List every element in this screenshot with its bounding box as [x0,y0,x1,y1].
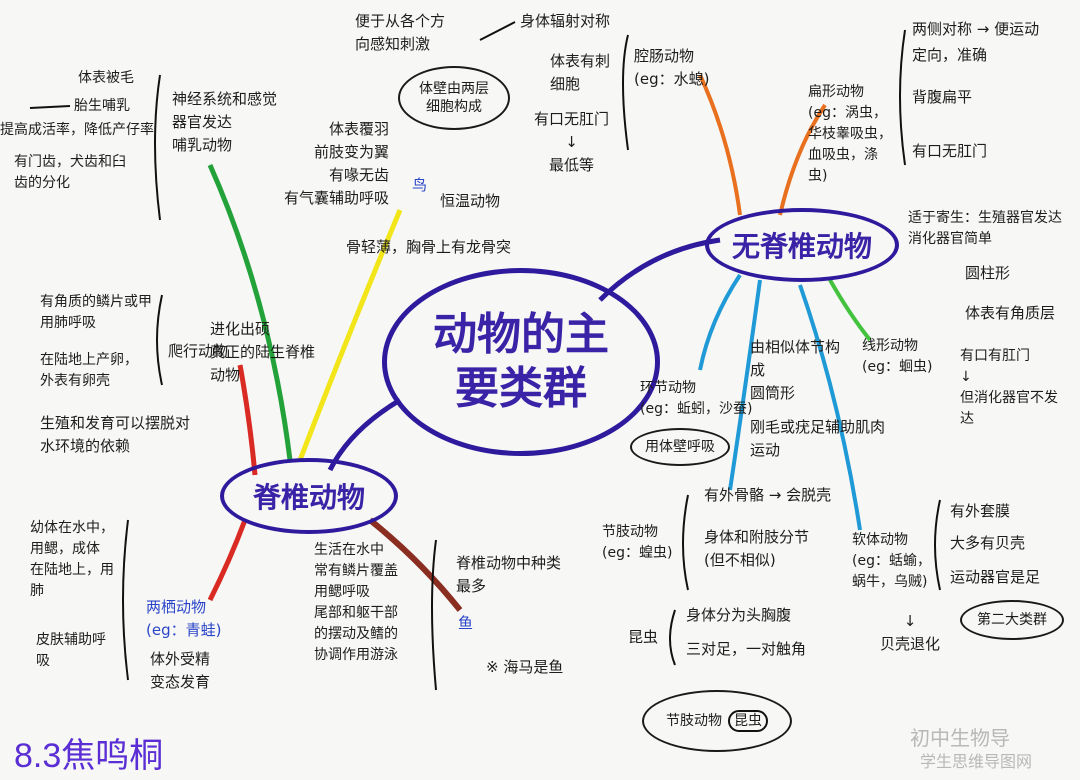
invertebrate-hub: 无脊椎动物 [705,208,899,282]
roundworm-cuticle: 体表有角质层 [965,304,1056,322]
brace-insect [669,609,676,666]
mollusc-shell: 大多有贝壳 [950,534,1026,552]
brace-mollusc [934,499,941,591]
mollusc-mantle: 有外套膜 [950,502,1011,520]
annelid-body: 由相似体节构 成 圆筒形 [750,338,841,402]
coelenterate-radial: 身体辐射对称 [520,12,611,30]
roundworm-label: 线形动物 (eg：蛔虫) [862,338,933,375]
reptile-egg: 在陆地上产卵， 外表有卵壳 [40,352,138,389]
author-signature: 8.3焦鸣桐 [14,737,164,775]
coelenterate-mouth: 有口无肛门 ↓ 最低等 [534,110,610,174]
watermark-b: 学生思维导图网 [920,752,1033,771]
link-reptile [237,364,258,476]
arthropod-exo: 有外骨骼 → 会脱壳 [704,486,832,504]
brace-mammal [154,74,161,221]
reptile-evo: 进化出硕 真正的陆生脊椎 动物 [210,320,316,384]
mollusc-label: 软体动物 (eg：蛞蝓， 蜗牛，乌贼) [852,532,931,590]
annelid-move: 刚毛或疣足辅助肌肉 运动 [750,418,886,459]
amphibian-life: 幼体在水中， 用鳃，成体 在陆地上，用 肺 [30,520,114,599]
arthropod-tag: 节肢动物 昆虫 [642,690,792,752]
arthropod-insect-body: 身体分为头胸腹 [686,606,792,624]
arthropod-insect-legs: 三对足，一对触角 [686,640,807,658]
amphibian-label: 两栖动物 (eg：青蛙) [146,598,222,639]
link-mammal [207,163,293,461]
coelenterate-label: 腔肠动物 (eg：水螅) [634,47,710,88]
brace-coelenterate [622,34,629,151]
link-coelenterate [698,74,742,216]
brace-fish [431,539,437,691]
mollusc-shell-down: ↓ 贝壳退化 [880,612,941,653]
link-roundworm [828,279,872,342]
brace-arthropod [682,494,689,591]
reptile-free: 生殖和发育可以摆脱对 水环境的依赖 [40,414,191,455]
coelenterate-sting: 体表有刺 细胞 [550,52,611,93]
flatworm-mouth: 有口无肛门 [912,142,988,160]
arthropod-tag-b: 昆虫 [728,710,768,732]
vertebrate-hub: 脊椎动物 [220,458,398,534]
annelid-label: 环节动物 (eg：蚯蚓，沙蚕) [640,380,753,417]
arthropod-seg: 身体和附肢分节 (但不相似) [704,528,810,569]
link-bird [297,209,403,461]
vertebrate-title: 脊椎动物 [252,481,365,514]
mammal-birth: 胎生哺乳 [74,98,130,114]
brace-reptile [156,294,163,386]
bird-warm: 恒温动物 [440,192,501,210]
mammal-teeth: 有门齿，犬齿和臼 齿的分化 [14,154,126,191]
mammal-fur: 体表被毛 [78,70,134,86]
mammal-surv: 提高成活率，降低产仔率 [0,122,154,138]
coelenterate-wall: 体壁由两层 细胞构成 [398,66,510,130]
mollusc-second: 第二大类群 [960,600,1064,640]
flatworm-flat: 背腹扁平 [912,88,973,106]
annelid-breath: 用体壁呼吸 [630,428,730,466]
fish-label: 鱼 [458,614,474,632]
brace-flatworm [899,29,906,166]
fish-life: 生活在水中 常有鳞片覆盖 用鳃呼吸 尾部和躯干部 的摆动及鳍的 协调作用游泳 [314,542,398,663]
reptile-label: 爬行动物 [168,342,229,360]
amphibian-skin: 皮肤辅助呼 吸 [36,632,106,669]
parasite-note: 适于寄生：生殖器官发达 消化器官简单 [908,210,1062,247]
link-amphibian [207,519,248,602]
link-center-invertebrate [598,237,721,302]
amphibian-dev: 体外受精 变态发育 [150,650,211,691]
reptile-scale: 有角质的鳞片或甲 用肺呼吸 [40,294,152,331]
fish-seahorse: ※ 海马是鱼 [486,658,564,676]
center-title: 动物的主要类群 [433,309,609,414]
arthropod-tag-a: 节肢动物 [666,713,722,729]
bird-bone: 骨轻薄，胸骨上有龙骨突 [346,238,512,256]
mammal-label: 神经系统和感觉 器官发达 哺乳动物 [172,90,278,154]
brace-amphibian [122,519,129,681]
coelenterate-sense: 便于从各个方 向感知刺激 [355,12,446,53]
mollusc-foot: 运动器官是足 [950,568,1041,586]
roundworm-anus: 有口有肛门 ↓ 但消化器官不发 达 [960,348,1058,427]
invertebrate-title: 无脊椎动物 [731,230,872,263]
watermark-a: 初中生物导 [910,726,1010,750]
fish-most: 脊椎动物中种类 最多 [456,554,562,595]
link-mollusc [798,284,862,531]
link-coelenterate-arrow [479,21,516,41]
flatworm-bilateral: 两侧对称 → 便运动 [912,20,1040,38]
link-annelid [698,273,742,371]
link-flatworm [778,103,827,216]
link-fish [368,517,463,612]
roundworm-shape: 圆柱形 [965,264,1011,282]
flatworm-orient: 定向，准确 [912,46,988,64]
bird-feather: 体表覆羽 前肢变为翼 有喙无齿 有气囊辅助呼吸 [284,120,390,207]
bird-label: 鸟 [412,176,428,194]
arthropod-label: 节肢动物 (eg：蝗虫) [602,524,673,561]
flatworm-label: 扁形动物 (eg：涡虫， 华枝睾吸虫， 血吸虫，涤 虫) [808,84,892,184]
center-topic: 动物的主要类群 [382,268,660,456]
link-mammal-arrow [29,105,71,109]
arthropod-insect: 昆虫 [628,628,659,646]
link-arthropod [728,279,762,491]
